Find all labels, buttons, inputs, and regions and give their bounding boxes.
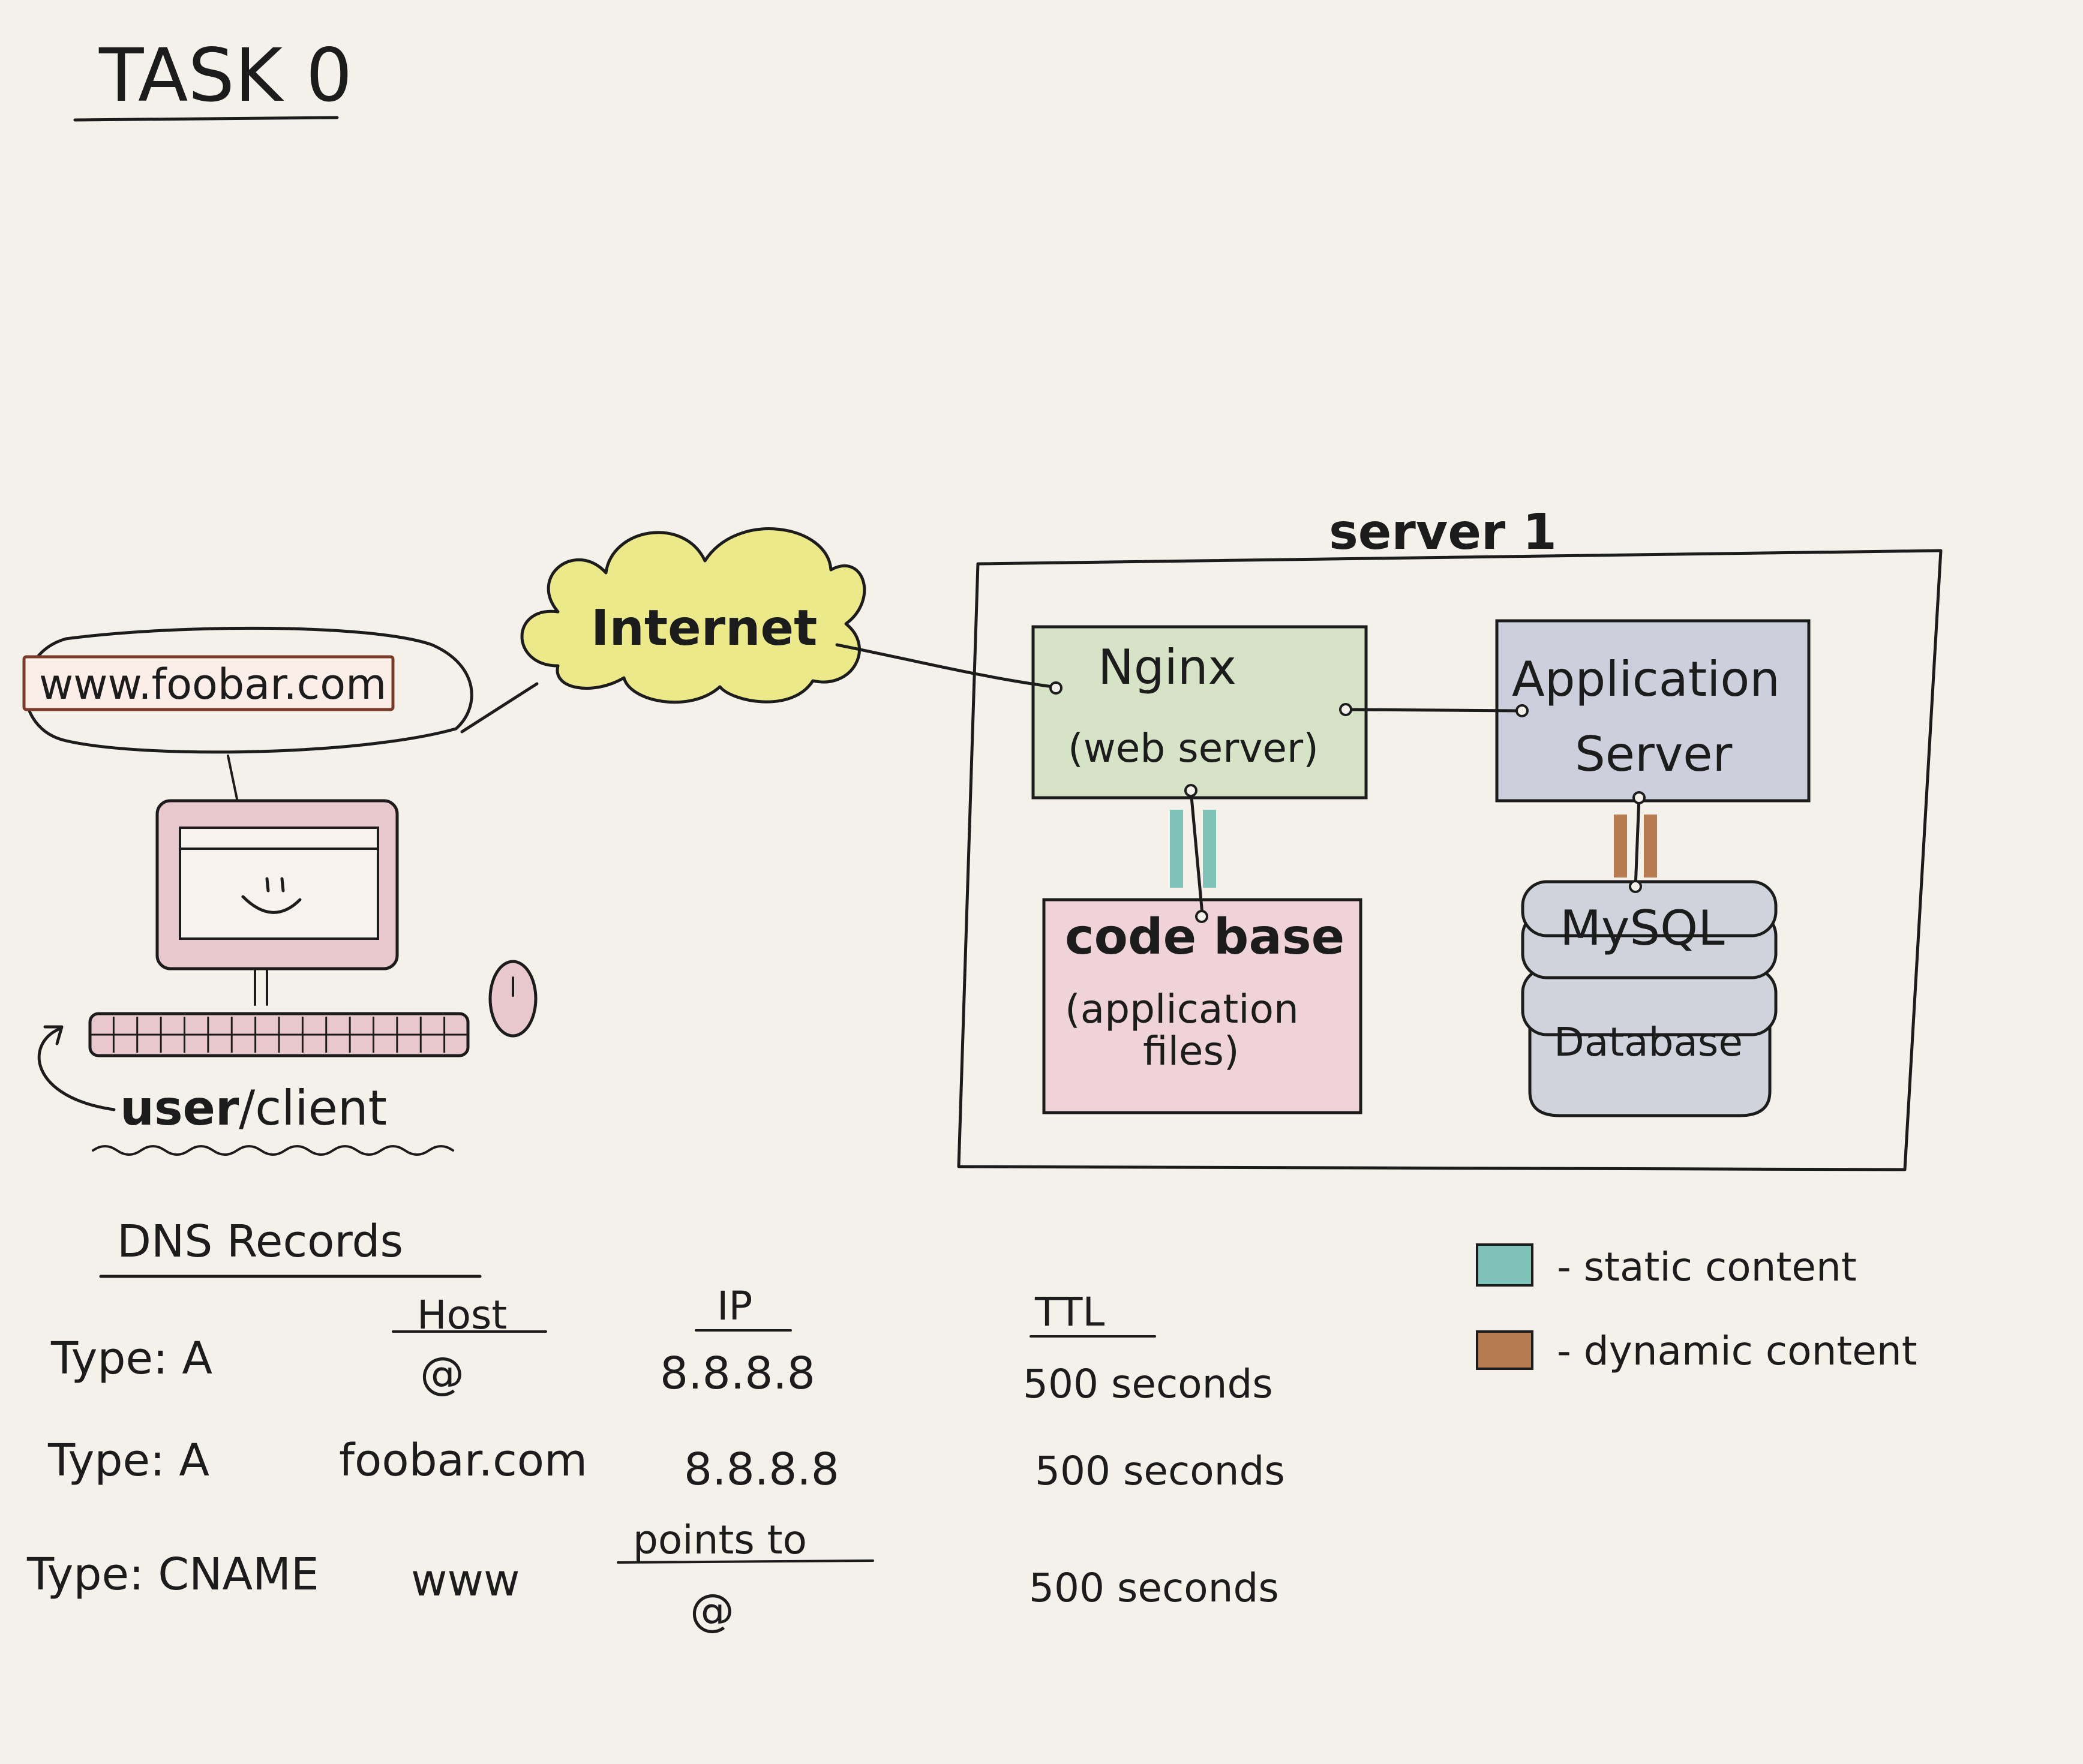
dynamic-link-right [1644,815,1657,878]
monitor-screen [179,827,379,940]
nginx-app-link [1348,708,1520,713]
user-client-underline [92,1145,454,1156]
codebase-sub1: (application [1065,986,1299,1032]
user-client-label: user/client [120,1080,387,1136]
app-in-port [1515,704,1529,717]
dns-row2-type: Type: A [47,1435,209,1486]
codebase-box [1042,898,1362,1114]
legend-swatch-static [1476,1243,1533,1287]
app-server-box [1495,619,1811,803]
dns-row1-host: @ [420,1348,464,1399]
database-line1: MySQL [1560,900,1725,956]
static-link-right [1203,810,1216,888]
db-port [1629,880,1642,893]
database-cylinder [1521,880,1778,1117]
smiley-icon [241,877,302,914]
dynamic-link-left [1614,815,1627,878]
mouse [488,960,538,1038]
title-underline [73,116,339,122]
internet-nginx-link [835,643,1055,689]
nginx-out-port [1339,703,1352,716]
dns-header-ip: IP [717,1283,752,1329]
url-text: www.foobar.com [39,660,386,709]
client-bubble [24,626,473,754]
dns-row3-type: Type: CNAME [26,1549,319,1600]
dns-row1-value: 8.8.8.8 [660,1348,815,1399]
dns-header-points-to-underline [617,1559,874,1564]
app-down-port [1632,791,1646,804]
user-arrow [37,1027,116,1111]
nginx-name: Nginx [1098,639,1236,695]
user-arrow-head [43,1025,64,1045]
app-server-line1: Application [1512,651,1780,707]
dns-row3-value: @ [690,1585,734,1636]
codebase-sub2: files) [1143,1028,1239,1074]
dns-header-ttl: TTL [1034,1289,1104,1335]
nginx-box [1031,625,1368,800]
nginx-codebase-link [1189,789,1205,922]
dns-row2-host: foobar.com [339,1435,587,1486]
dns-row2-ttl: 500 seconds [1035,1448,1285,1494]
dns-row1-ttl: 500 seconds [1023,1361,1273,1407]
dns-title: DNS Records [117,1216,403,1267]
server-frame [957,549,1943,1171]
database-line2: Database [1554,1019,1743,1065]
legend-swatch-dynamic [1476,1330,1533,1370]
page-title: TASK 0 [98,33,352,118]
app-server-line2: Server [1575,726,1732,782]
legend: - static content - dynamic content [1476,1243,1917,1374]
app-db-link [1634,796,1641,889]
keyboard [88,1012,470,1057]
nginx-sub: (web server) [1068,725,1319,771]
internet-label: Internet [591,600,817,657]
dns-row1-type: Type: A [50,1333,212,1384]
legend-label-dynamic: - dynamic content [1557,1328,1917,1374]
static-link-left [1170,810,1183,888]
client-internet-link [460,682,539,734]
url-bar[interactable] [22,655,395,711]
nginx-down-port [1184,784,1197,797]
dns-row3-host: www [411,1555,520,1606]
server-title: server 1 [1329,504,1557,561]
codebase-port [1195,910,1208,923]
dns-row3-ttl: 500 seconds [1029,1565,1279,1611]
internet-cloud [520,527,866,704]
dns-row2-value: 8.8.8.8 [684,1444,839,1495]
legend-label-static: - static content [1557,1244,1857,1290]
dns-header-points-to: points to [633,1517,807,1563]
nginx-in-port [1049,681,1062,695]
